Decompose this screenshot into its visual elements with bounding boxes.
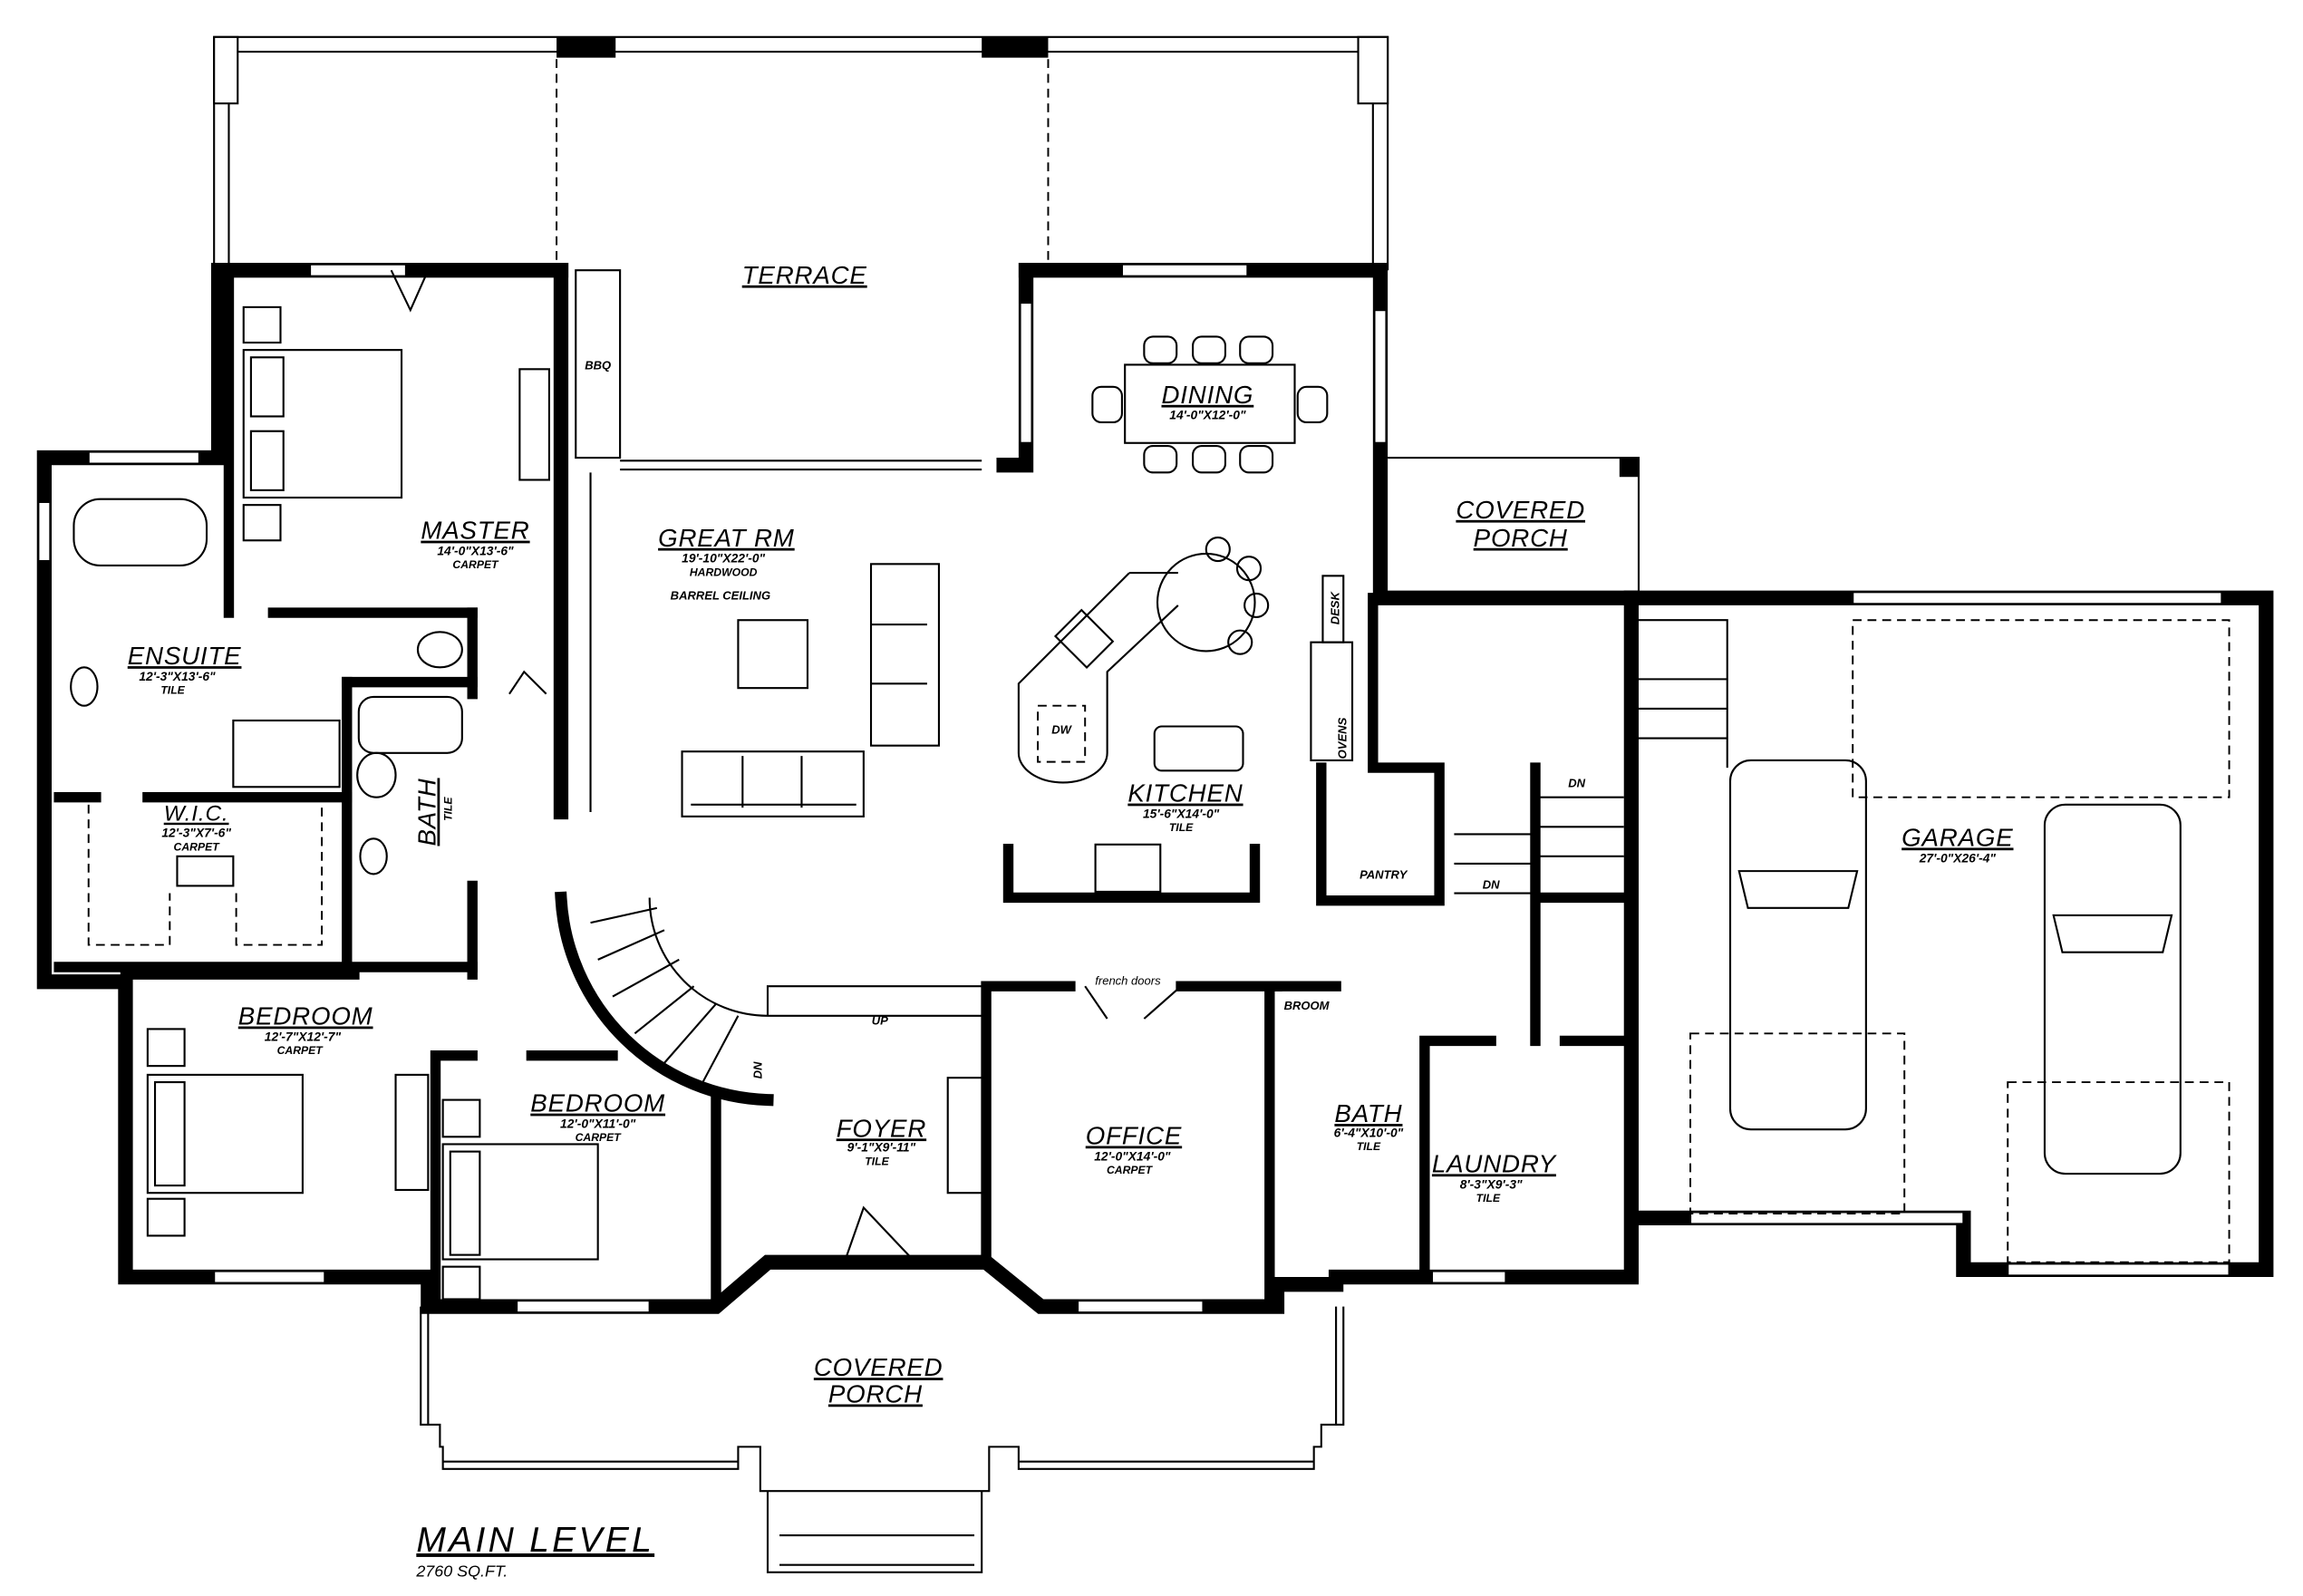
room-label-bedroom-1: BEDROOM	[238, 1002, 373, 1030]
label-dn-stair-rear-2: DN	[1483, 878, 1500, 892]
room-dims-foyer: 9'-1"X9'-11"	[847, 1140, 916, 1155]
room-dims-ensuite: 12'-3"X13'-6"	[139, 669, 216, 683]
porch-post	[1619, 458, 1640, 478]
toilet	[356, 751, 397, 798]
label-dn-stair-rear-1: DN	[1568, 776, 1585, 789]
plan-area: 2760 SQ.FT.	[415, 1562, 508, 1581]
room-floor-foyer: TILE	[865, 1155, 889, 1167]
label-desk: DESK	[1328, 591, 1341, 625]
room-dims-great-rm: 19'-10"X22'-0"	[682, 551, 765, 566]
room-dims-wic: 12'-3"X7'-6"	[161, 826, 231, 840]
room-label-bedroom-2: BEDROOM	[530, 1089, 665, 1117]
room-floor-kitchen: TILE	[1169, 821, 1194, 834]
room-label-laundry: LAUNDRY	[1432, 1149, 1558, 1177]
wic-island	[176, 855, 235, 887]
room-dims-bedroom-2: 12'-0"X11'-0"	[560, 1117, 636, 1131]
master-bed	[242, 305, 550, 542]
label-ovens: OVENS	[1336, 717, 1350, 759]
room-label-bath-2: BATH	[1334, 1099, 1402, 1127]
terrace-structure	[213, 35, 1389, 271]
label-up: UP	[872, 1014, 888, 1028]
room-floor-office: CARPET	[1107, 1164, 1154, 1176]
room-floor-master: CARPET	[452, 558, 499, 571]
wic-shelving	[87, 804, 324, 946]
room-dims-laundry: 8'-3"X9'-3"	[1460, 1176, 1523, 1191]
plan-title: MAIN LEVEL	[416, 1521, 654, 1560]
bathtub	[73, 498, 208, 567]
label-dn-stair-main: DN	[750, 1061, 764, 1079]
label-pantry: PANTRY	[1360, 867, 1408, 881]
great-room-furniture	[681, 563, 941, 817]
room-floor-bath-2: TILE	[1357, 1140, 1381, 1153]
foyer-bench	[946, 1077, 986, 1195]
garage-cars	[1689, 619, 2230, 1263]
room-label-terrace: TERRACE	[742, 261, 867, 289]
room-label-covered-porch-front-2: PORCH	[828, 1380, 923, 1408]
sink	[70, 666, 99, 707]
room-label-office: OFFICE	[1086, 1121, 1182, 1149]
room-floor-ensuite: TILE	[160, 684, 185, 697]
room-label-foyer: FOYER	[837, 1114, 926, 1142]
room-label-garage: GARAGE	[1901, 823, 2013, 851]
label-french-doors: french doors	[1095, 974, 1161, 988]
toilet	[416, 631, 463, 669]
room-floor-wic: CARPET	[174, 840, 221, 853]
room-dims-master: 14'-0"X13'-6"	[437, 544, 514, 558]
room-label-ensuite: ENSUITE	[128, 642, 242, 670]
room-label-great-rm: GREAT RM	[658, 524, 795, 552]
room-dims-bedroom-1: 12'-7"X12'-7"	[265, 1029, 342, 1043]
bedroom-2-furniture	[441, 1098, 599, 1301]
shower	[232, 719, 341, 788]
room-floor-laundry: TILE	[1476, 1192, 1501, 1204]
room-dims-garage: 27'-0"X26'-4"	[1919, 850, 1997, 865]
room-floor-bedroom-2: CARPET	[576, 1131, 623, 1144]
bedroom-1-furniture	[146, 1028, 430, 1237]
room-floor-bedroom-1: CARPET	[277, 1044, 324, 1057]
kitchen-island	[1017, 536, 1354, 893]
label-dw: DW	[1051, 723, 1072, 737]
room-note-great-rm: BARREL CEILING	[671, 588, 770, 602]
room-floor-great-rm: HARDWOOD	[690, 566, 758, 578]
room-label-covered-porch-front-1: COVERED	[814, 1353, 943, 1381]
label-bbq: BBQ	[585, 358, 611, 372]
interior-walls	[53, 265, 1637, 1312]
room-label-covered-porch-rear-2: PORCH	[1474, 524, 1568, 552]
stairs	[590, 619, 1728, 1086]
tub-bath	[357, 695, 463, 754]
room-label-covered-porch-rear-1: COVERED	[1456, 496, 1585, 524]
front-porch	[420, 1306, 1345, 1573]
sink	[359, 837, 388, 875]
room-dims-dining: 14'-0"X12'-0"	[1169, 408, 1246, 422]
windows	[37, 263, 2230, 1314]
room-dims-office: 12'-0"X14'-0"	[1094, 1148, 1171, 1163]
room-label-master: MASTER	[421, 517, 529, 545]
label-broom: BROOM	[1284, 999, 1331, 1012]
room-floor-bath-1: TILE	[441, 797, 454, 821]
room-label-bath-1: BATH	[413, 778, 441, 846]
room-label-kitchen: KITCHEN	[1127, 779, 1243, 808]
room-label-wic: W.I.C.	[164, 802, 229, 827]
room-dims-bath-2: 6'-4"X10'-0"	[1334, 1125, 1404, 1139]
doors	[390, 269, 1182, 1263]
room-label-dining: DINING	[1161, 381, 1253, 409]
dining-table	[1091, 335, 1329, 474]
room-dims-kitchen: 15'-6"X14'-0"	[1143, 806, 1220, 820]
